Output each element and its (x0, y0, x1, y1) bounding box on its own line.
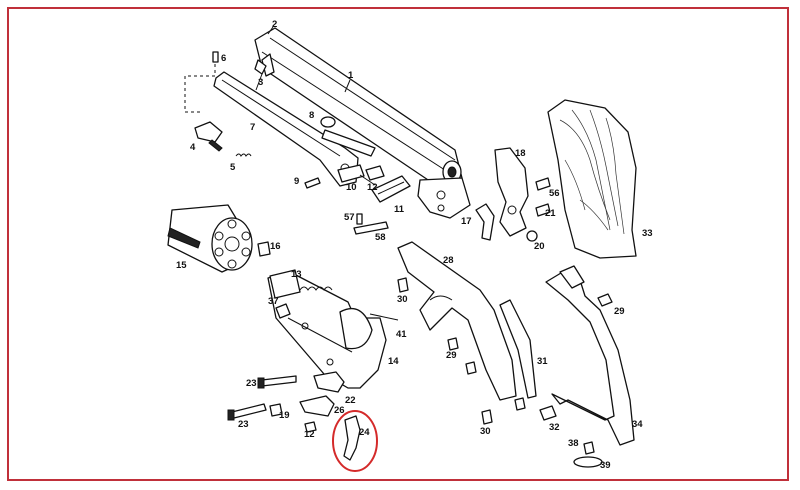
part-hand-17 (475, 203, 495, 241)
part-frame (267, 269, 387, 389)
label-57: 57 (344, 212, 355, 223)
label-30b: 30 (480, 426, 491, 437)
part-barrel (254, 27, 471, 219)
label-15: 15 (176, 260, 187, 271)
label-20: 20 (534, 241, 545, 252)
label-37: 37 (268, 296, 279, 307)
part-nipple-16 (257, 241, 271, 257)
part-bolt-22 (313, 371, 345, 393)
label-23b: 23 (238, 419, 249, 430)
assembly-guide-line (184, 64, 216, 113)
label-19: 19 (279, 410, 290, 421)
label-28: 28 (443, 255, 454, 266)
part-cylinder (167, 204, 253, 273)
part-lever-latch-10 (337, 164, 365, 183)
label-18: 18 (515, 148, 526, 159)
label-16: 16 (270, 241, 281, 252)
label-17: 17 (461, 216, 472, 227)
label-30a: 30 (397, 294, 408, 305)
label-1: 1 (348, 70, 354, 81)
part-wedge-slot (320, 116, 376, 157)
label-32: 32 (549, 422, 560, 433)
label-56: 56 (549, 188, 560, 199)
highlight-circle (332, 410, 378, 472)
label-34: 34 (632, 419, 643, 430)
label-10: 10 (346, 182, 357, 193)
part-trigger-24 (343, 415, 361, 461)
label-11: 11 (394, 204, 405, 215)
label-9: 9 (294, 176, 299, 187)
part-hammer (494, 147, 529, 237)
part-spring-58 (353, 221, 389, 235)
label-29b: 29 (614, 306, 625, 317)
part-trigger-guard (397, 241, 517, 401)
part-screw-12 (365, 165, 385, 181)
part-trigger-26 (299, 395, 335, 417)
part-pin-57 (356, 213, 363, 225)
label-13: 13 (291, 269, 302, 280)
part-screw-56 (535, 177, 551, 191)
part-screw-29b (597, 293, 613, 307)
part-pin-19 (269, 403, 283, 417)
part-pin-41 (369, 313, 399, 321)
label-7: 7 (250, 122, 255, 133)
part-latch (194, 121, 223, 152)
part-loading-lever (213, 71, 359, 187)
part-screw-32 (539, 405, 557, 421)
part-screw-23b (227, 403, 267, 421)
leader-lines (255, 26, 376, 186)
part-screw-38 (583, 441, 595, 455)
part-pin-6 (212, 51, 219, 63)
part-screw-21 (535, 203, 551, 217)
label-12b: 12 (304, 429, 315, 440)
part-butt-screw-39 (573, 456, 603, 468)
label-4: 4 (190, 142, 196, 153)
label-41: 41 (396, 329, 407, 340)
label-33: 33 (642, 228, 653, 239)
label-8: 8 (309, 110, 314, 121)
label-29a: 29 (446, 350, 457, 361)
label-2: 2 (272, 19, 277, 30)
border-frame (7, 7, 789, 481)
part-screw-32-upper (514, 397, 526, 411)
part-backstrap (545, 265, 635, 446)
label-58: 58 (375, 232, 386, 243)
part-spring-5 (235, 153, 252, 157)
part-rammer (371, 175, 411, 203)
label-3: 3 (258, 77, 263, 88)
part-number-labels: 1 2 3 4 5 6 7 8 9 10 11 12 12 13 14 15 1… (176, 19, 653, 471)
label-6: 6 (221, 53, 226, 64)
label-31: 31 (537, 356, 548, 367)
label-39: 39 (600, 460, 611, 471)
label-24: 24 (359, 427, 370, 438)
label-38: 38 (568, 438, 579, 449)
part-screw-12b (304, 421, 317, 433)
part-strap-31 (499, 299, 537, 399)
label-5: 5 (230, 162, 236, 173)
part-screw-29c (465, 361, 477, 375)
label-14: 14 (388, 356, 399, 367)
part-screw-29a (447, 337, 459, 351)
label-22: 22 (345, 395, 356, 406)
part-screw-30a (397, 277, 409, 293)
label-21: 21 (545, 208, 556, 219)
label-12a: 12 (367, 182, 378, 193)
label-26: 26 (334, 405, 345, 416)
part-screw-23a (257, 375, 297, 389)
part-screw-20 (526, 230, 538, 242)
part-grip (547, 99, 637, 259)
label-23a: 23 (246, 378, 257, 389)
part-screw-9 (304, 177, 321, 189)
part-screw-30b (481, 409, 493, 425)
